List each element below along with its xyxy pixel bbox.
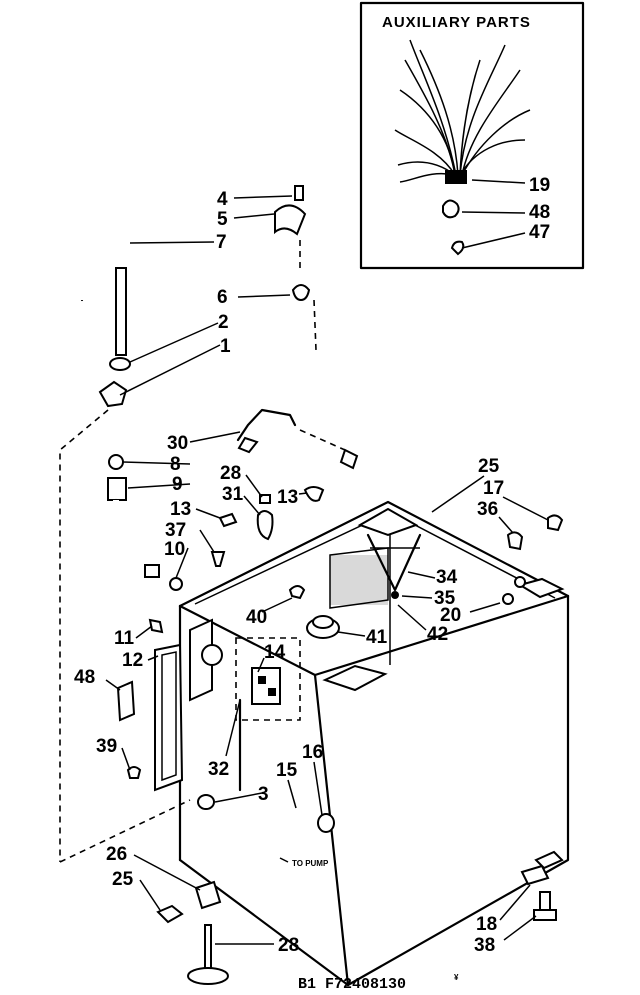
callout-46: 47 [529, 222, 550, 243]
callout-48: 48 [74, 667, 95, 688]
callout-18: 18 [476, 914, 497, 935]
part-26 [156, 904, 184, 924]
callout-13: 13 [170, 499, 191, 520]
part-28 [194, 880, 222, 910]
callout-16: 16 [302, 742, 323, 763]
elbow-2 [98, 380, 128, 408]
callout-4: 4 [217, 189, 228, 210]
callout-6: 6 [217, 287, 228, 308]
harness-connector [445, 170, 467, 184]
callout-14: 14 [264, 642, 286, 663]
part-36 [506, 531, 524, 551]
to-pump-note: TO PUMP [292, 859, 329, 868]
clamp-5 [274, 204, 307, 236]
callout-42: 42 [427, 624, 448, 645]
callout-15: 15 [276, 760, 298, 781]
callout-39: 39 [96, 736, 117, 757]
screw-13b [303, 486, 325, 502]
part-17 [547, 514, 564, 532]
callout-13b: 13 [277, 487, 298, 508]
drawing-mark: ¥ [454, 973, 459, 982]
callout-37: 37 [165, 520, 186, 541]
callout-10: 10 [164, 539, 185, 560]
clamp-parts [274, 185, 317, 351]
callout-25: 25 [478, 456, 500, 477]
callout-12: 12 [122, 650, 143, 671]
callout-3: 3 [258, 784, 269, 805]
hose-32: 30 [167, 408, 359, 470]
auxiliary-parts-inset: AUXILIARY PARTS 19 48 47 [359, 1, 585, 270]
callout-30: 28 [220, 463, 241, 484]
callout-33: 32 [208, 759, 229, 780]
callout-28: 26 [106, 844, 127, 865]
part-48 [116, 680, 136, 722]
callout-11: 11 [114, 628, 135, 649]
bottom-parts [133, 850, 564, 985]
callout-20: 20 [440, 605, 461, 626]
callout-32: 30 [167, 433, 188, 454]
clip-47 [442, 199, 460, 219]
callout-5: 5 [217, 209, 228, 230]
cabinet-parts: 25 17 36 34 35 42 20 41 40 [246, 456, 564, 648]
inset-frame [359, 1, 585, 270]
callout-36: 36 [477, 499, 498, 520]
callout-7: 7 [216, 232, 227, 253]
tie-46 [450, 240, 465, 256]
callout-2: 2 [218, 312, 229, 333]
part-18 [520, 864, 550, 886]
part-41 [288, 585, 306, 600]
part-31 [256, 510, 274, 541]
part-10 [169, 577, 183, 591]
callout-8: 8 [170, 454, 181, 475]
leaders-top [119, 195, 293, 396]
drawing-code: B1 F72408130 [298, 976, 406, 993]
callout-41: 40 [246, 607, 267, 628]
rod-29 [204, 924, 212, 974]
callout-26: 25 [112, 869, 134, 890]
part-8 [108, 454, 124, 470]
callout-29: 28 [278, 935, 299, 956]
part-9 [107, 477, 127, 501]
screw-37 [210, 551, 226, 567]
callout-17: 17 [483, 478, 504, 499]
callout-34: 34 [436, 567, 458, 588]
nut-6 [291, 284, 311, 302]
callout-38: 38 [474, 935, 495, 956]
wire-harness [394, 39, 531, 183]
callout-47: 48 [529, 202, 550, 223]
callout-19: 19 [529, 175, 550, 196]
drain-hose: 3 15 16 TO PUMP [197, 742, 335, 868]
cabinet [178, 500, 570, 987]
screw-13 [218, 512, 238, 528]
part-30 [259, 494, 271, 504]
fill-hose-assembly [59, 210, 191, 863]
callout-1: 1 [220, 336, 231, 357]
left-parts [107, 454, 325, 591]
callout-35: 35 [434, 588, 456, 609]
switch-14 [251, 667, 281, 705]
callout-31: 31 [222, 484, 244, 505]
lid-switch-area [105, 618, 301, 792]
callout-40: 41 [366, 627, 388, 648]
callout-9: 9 [172, 474, 183, 495]
washer-1 [109, 357, 131, 371]
inset-title: AUXILIARY PARTS [382, 14, 531, 31]
